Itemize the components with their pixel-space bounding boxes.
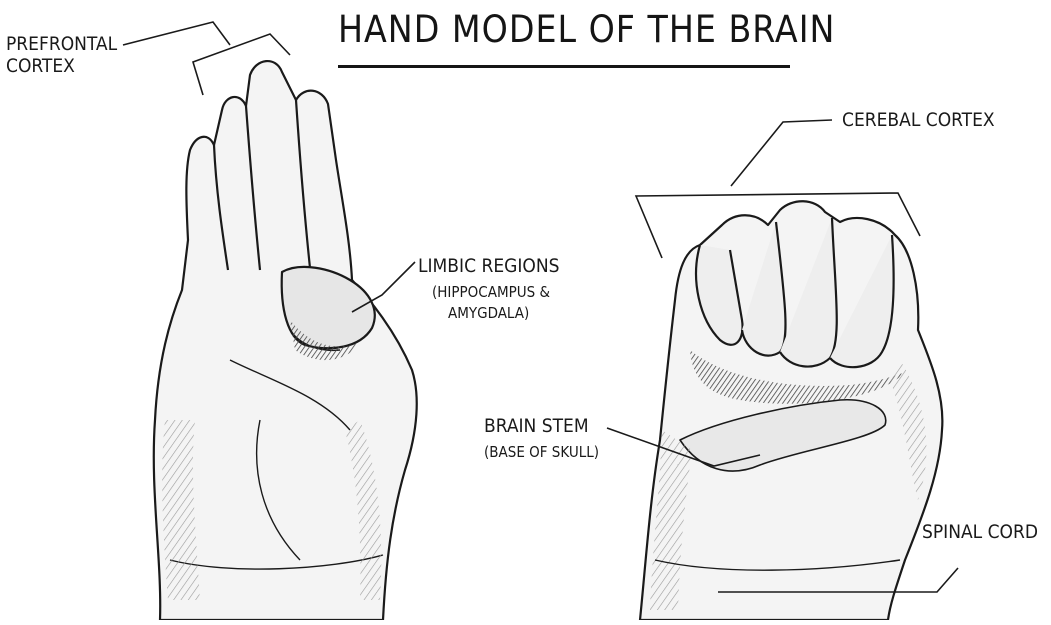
prefrontal-leader [123, 22, 230, 45]
label-limbic-sub2: AMYGDALA) [418, 305, 560, 322]
label-prefrontal-line2: CORTEX [6, 56, 117, 78]
label-cerebal-cortex: CEREBAL CORTEX [842, 110, 995, 132]
label-brain-stem-sub: (BASE OF SKULL) [484, 444, 599, 461]
label-spinal-cord: SPINAL CORD [922, 522, 1038, 544]
label-brain-stem-title: BRAIN STEM [484, 416, 599, 438]
label-brain-stem: BRAIN STEM (BASE OF SKULL) [484, 416, 599, 461]
cerebal-leader [731, 120, 832, 186]
open-hand [154, 61, 417, 620]
diagram-title: HAND MODEL OF THE BRAIN [338, 8, 798, 51]
label-limbic: LIMBIC REGIONS (HIPPOCAMPUS & AMYGDALA) [418, 256, 560, 322]
title-underline [338, 65, 790, 68]
label-prefrontal-line1: PREFRONTAL [6, 34, 117, 56]
fist [640, 201, 942, 620]
label-limbic-sub1: (HIPPOCAMPUS & [418, 284, 560, 301]
label-limbic-title: LIMBIC REGIONS [418, 256, 560, 278]
label-prefrontal: PREFRONTAL CORTEX [6, 34, 117, 78]
